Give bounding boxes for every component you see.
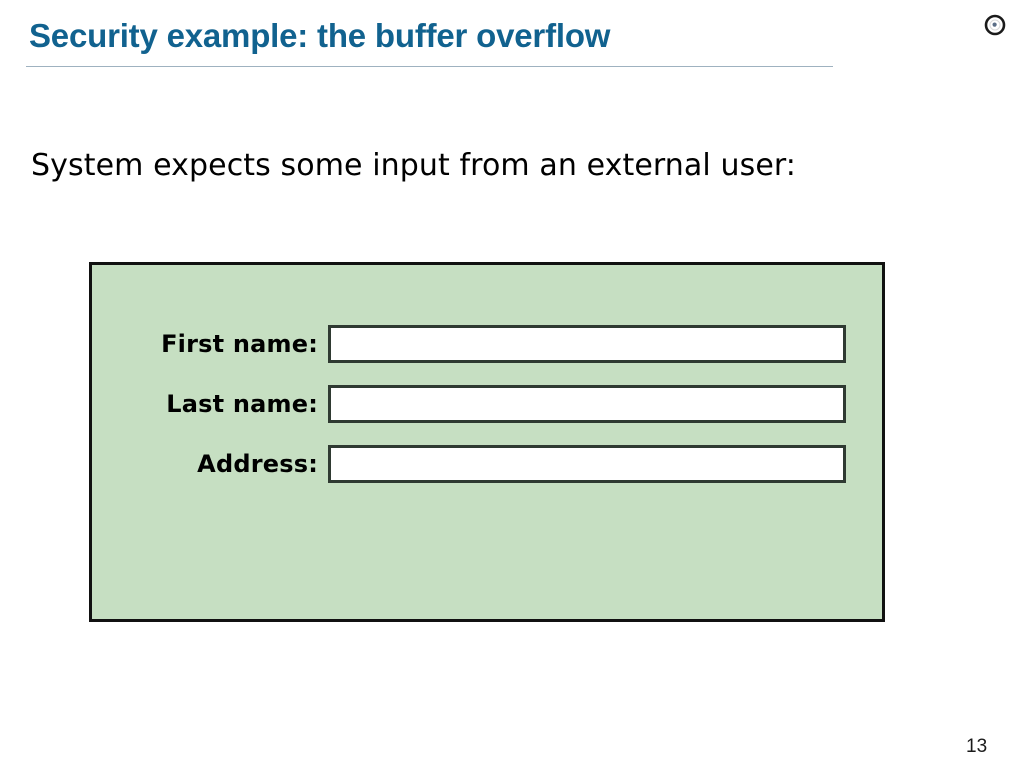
- disc-logo-icon: [984, 14, 1006, 36]
- form-row: First name:: [92, 325, 882, 363]
- address-label: Address:: [197, 450, 318, 478]
- last-name-label: Last name:: [166, 390, 318, 418]
- first-name-input[interactable]: [328, 325, 846, 363]
- page-number: 13: [966, 736, 988, 757]
- title-divider: [26, 66, 833, 67]
- form-row: Address:: [92, 445, 882, 483]
- address-input[interactable]: [328, 445, 846, 483]
- last-name-input[interactable]: [328, 385, 846, 423]
- page-title: Security example: the buffer overflow: [29, 17, 611, 54]
- first-name-label: First name:: [161, 330, 318, 358]
- input-form-panel: First name: Last name: Address:: [89, 262, 885, 622]
- form-rows: First name: Last name: Address:: [92, 265, 882, 619]
- form-row: Last name:: [92, 385, 882, 423]
- body-text: System expects some input from an extern…: [31, 148, 796, 183]
